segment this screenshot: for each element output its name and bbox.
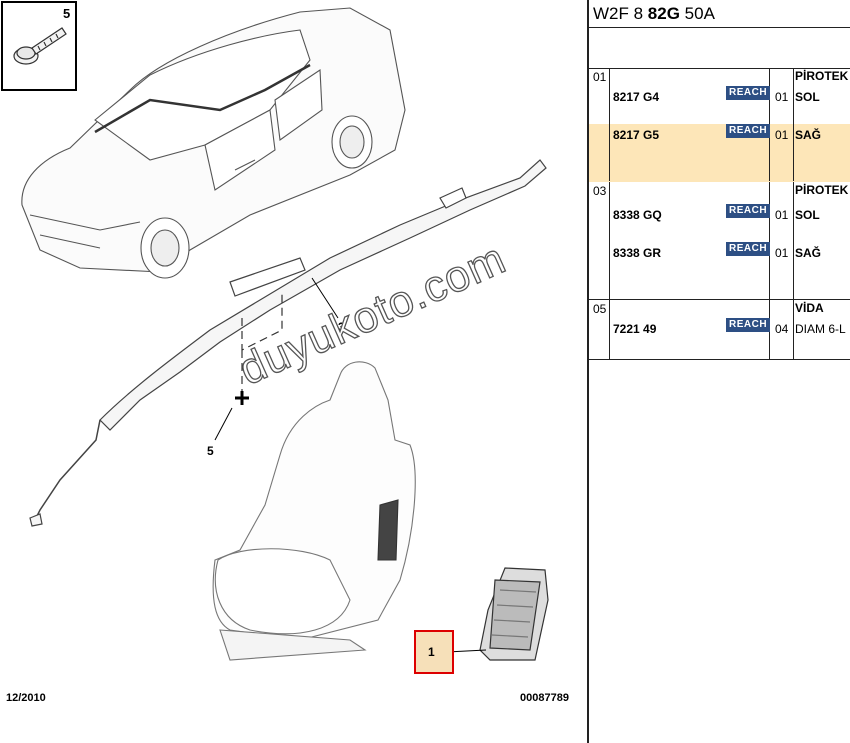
callout-1: 1 [428,645,435,659]
row-highlight [589,124,850,182]
part-reference[interactable]: 7221 49 [613,322,657,336]
seat-outline [212,361,416,661]
reach-badge: REACH [726,318,771,332]
callout-1-highlight [414,630,454,674]
part-description: DIAM 6-L [795,322,846,336]
part-reference[interactable]: 8338 GQ [613,208,662,222]
car-outline [21,7,406,279]
reach-badge: REACH [726,204,771,218]
group-title: PİROTEK [795,183,849,197]
group-number: 03 [593,184,607,198]
group-number: 01 [593,70,607,84]
screw-leader-dashed [241,290,283,395]
part-group-05: 05 VİDA 7221 49 REACH 04 DIAM 6-L [589,300,850,360]
group-number: 05 [593,302,607,316]
diagram-drawing [1,1,549,674]
parts-diagram: 5 3 5 1 duyukoto.com 12/2010 00087789 [1,1,569,704]
part-group-01: 01 PİROTEK 8217 G4 REACH 01 SOL 8217 G5 … [589,68,850,182]
part-reference[interactable]: 8217 G4 [613,90,660,104]
curtain-airbag [29,159,547,527]
part-row[interactable]: 8338 GR REACH 01 SAĞ [589,238,850,268]
part-row[interactable]: 7221 49 REACH 04 DIAM 6-L [589,314,850,344]
part-row[interactable]: 8217 G5 REACH 01 SAĞ [589,120,850,150]
diagram-code: 00087789 [520,692,569,704]
part-quantity: 01 [775,246,789,260]
leader-3 [311,277,339,319]
parts-list-panel: W2F 8 82G 50A 01 PİROTEK 8217 G4 REACH 0… [589,0,850,743]
panel-divider [587,0,589,743]
parts-subheader [589,28,850,69]
part-group-03: 03 PİROTEK 8338 GQ REACH 01 SOL 8338 GR … [589,182,850,300]
reach-badge: REACH [726,86,771,100]
header-suffix: 50A [679,4,715,23]
part-reference[interactable]: 8338 GR [613,246,662,260]
part-row[interactable]: 8217 G4 REACH 01 SOL [589,82,850,112]
callout-5-inset: 5 [63,6,71,21]
group-title: VİDA [795,301,824,315]
header-prefix: W2F 8 [593,4,648,23]
group-title: PİROTEK [795,69,849,83]
part-description: SOL [795,208,820,222]
part-quantity: 01 [775,208,789,222]
side-airbag-module [479,567,549,661]
diagram-date: 12/2010 [6,692,46,704]
car-roof-airbag [94,63,311,134]
callout-5: 5 [207,444,214,458]
part-description: SAĞ [795,128,822,142]
part-quantity: 04 [775,322,789,336]
part-quantity: 01 [775,128,789,142]
leader-5 [214,407,233,441]
part-description: SAĞ [795,246,822,260]
part-quantity: 01 [775,90,789,104]
part-reference[interactable]: 8217 G5 [613,128,660,142]
parts-header: W2F 8 82G 50A [589,0,850,28]
part-description: SOL [795,90,820,104]
part-row[interactable]: 8338 GQ REACH 01 SOL [589,200,850,230]
callout-3: 3 [338,320,345,334]
reach-badge: REACH [726,242,771,256]
screw-position-marker [235,391,249,405]
reach-badge: REACH [726,124,771,138]
header-bold: 82G [647,4,680,23]
screw-icon [13,27,67,65]
